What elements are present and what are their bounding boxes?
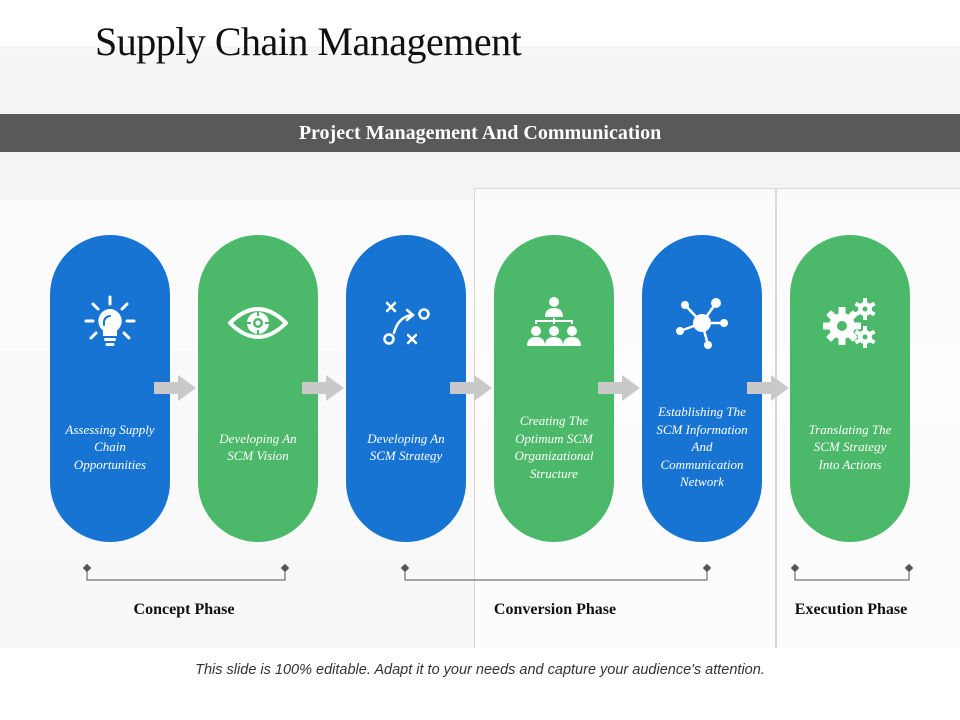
org-structure-icon [527,297,581,346]
step-pill-2: Developing An SCM Vision [198,235,318,542]
step-label-3: Developing An SCM Strategy [367,430,445,464]
lightbulb-icon [84,295,136,346]
network-icon [676,298,728,349]
gears-icon [823,298,876,348]
phase-bracket-concept [82,563,290,581]
eye-icon [228,307,288,339]
arrow-right-icon [302,375,344,401]
arrow-right-icon [598,375,640,401]
banner: Project Management And Communication [0,114,960,152]
phase-bracket-conversion [400,563,712,581]
phase-label-concept: Concept Phase [133,601,235,618]
step-pill-5: Establishing The SCM Information And Com… [642,235,762,542]
step-pill-6: Translating The SCM Strategy Into Action… [790,235,910,542]
step-pill-1: Assessing Supply Chain Opportunities [50,235,170,542]
arrow-right-icon [154,375,196,401]
step-pill-3: Developing An SCM Strategy [346,235,466,542]
step-label-5: Establishing The SCM Information And Com… [656,404,748,490]
arrow-right-icon [747,375,789,401]
step-label-6: Translating The SCM Strategy Into Action… [808,421,892,472]
step-label-1: Assessing Supply Chain Opportunities [65,421,155,472]
step-label-2: Developing An SCM Vision [219,430,297,464]
top-area [0,0,960,46]
phase-label-conversion: Conversion Phase [493,601,617,618]
footer-note: This slide is 100% editable. Adapt it to… [195,662,765,678]
arrow-right-icon [450,375,492,401]
bottom-area [0,648,960,720]
banner-text: Project Management And Communication [298,121,662,144]
strategy-icon [383,301,430,345]
phase-label-execution: Execution Phase [794,601,908,618]
phase-bracket-execution [790,563,914,581]
step-label-4: Creating The Optimum SCM Organizational … [514,413,594,481]
slide-title: Supply Chain Management [95,19,522,64]
step-pill-4: Creating The Optimum SCM Organizational … [494,235,614,542]
